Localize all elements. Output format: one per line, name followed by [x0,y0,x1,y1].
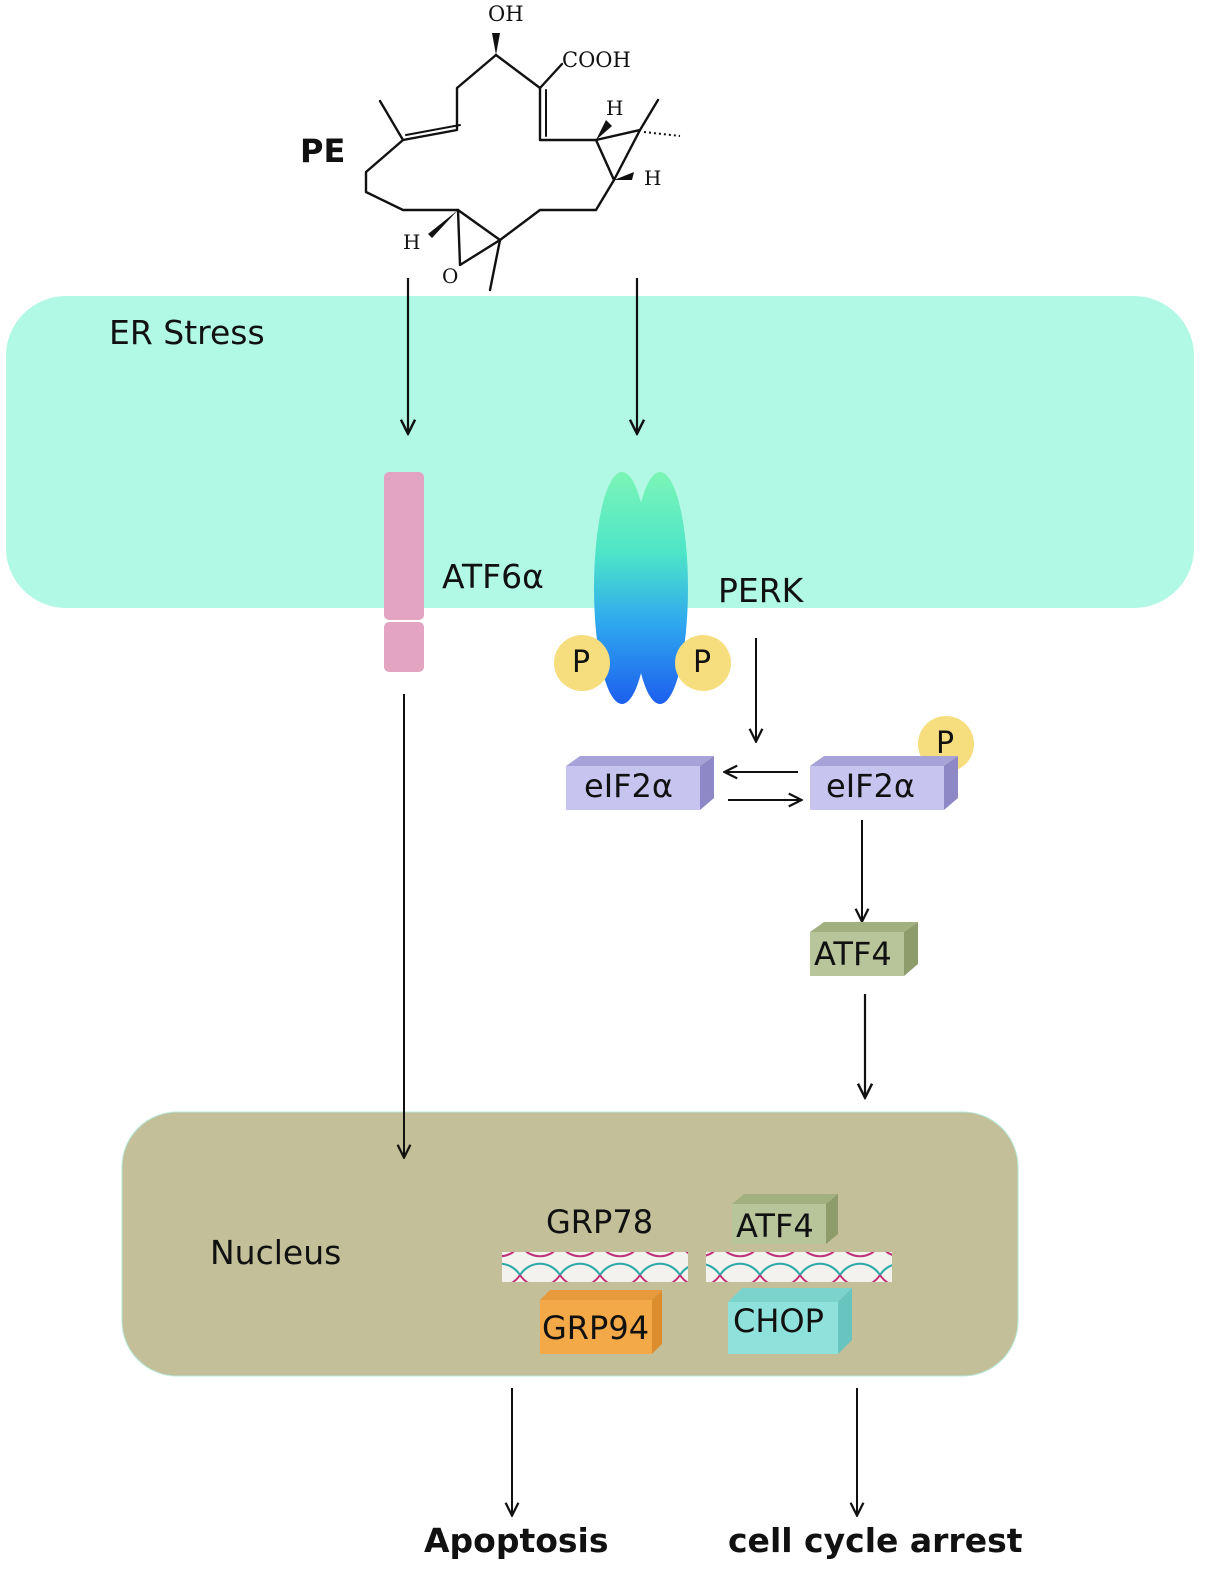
eif2a-box [566,756,714,810]
perk-label: PERK [718,571,804,610]
phospho-eif2a-label: P [936,726,955,761]
phospho-circle-left [554,635,610,691]
pe-label: PE [300,132,346,170]
perk-right-lobe [632,472,688,704]
stereo-wedge-oh [492,33,500,55]
phospho-left-label: P [572,645,591,680]
h-label-right: H [644,166,662,190]
chop-box [728,1288,852,1354]
phospho-circle-right [675,635,731,691]
h-label-top: H [606,96,624,120]
atf4-label: ATF4 [814,935,892,973]
grp94-box [540,1290,662,1354]
h-label-left: H [403,230,421,254]
er-stress-label: ER Stress [109,313,265,352]
atf4-box [810,922,918,976]
oh-label: OH [488,2,524,26]
pe-molecule [364,53,660,292]
er-region [6,296,1194,608]
cell-cycle-arrest-label: cell cycle arrest [728,1521,1023,1560]
cooh-label: COOH [562,48,631,72]
atf6-bar-bottom [384,622,424,672]
stereo-wedge-3 [428,210,458,238]
dna-strip-right [706,1252,892,1282]
chop-label: CHOP [733,1302,824,1340]
grp78-label: GRP78 [546,1203,654,1241]
stereo-wedge-1 [596,120,612,140]
atf6-bar-top [384,472,424,620]
atf6-label: ATF6α [442,557,544,596]
dna-strip-left [502,1252,688,1282]
stereo-hash [643,131,681,137]
nucleus-label: Nucleus [210,1233,342,1272]
phospho-right-label: P [693,645,712,680]
eif2a-p-label: eIF2α [826,767,915,805]
epoxide-o-label: O [442,264,459,288]
apoptosis-label: Apoptosis [424,1521,609,1560]
stereo-wedge-2 [614,172,634,180]
eif2a-label: eIF2α [584,767,673,805]
grp94-label: GRP94 [542,1309,650,1347]
eif2a-p-box [810,756,958,810]
atf4-nucleus-label: ATF4 [736,1207,814,1245]
atf4-nucleus-box [732,1194,838,1244]
